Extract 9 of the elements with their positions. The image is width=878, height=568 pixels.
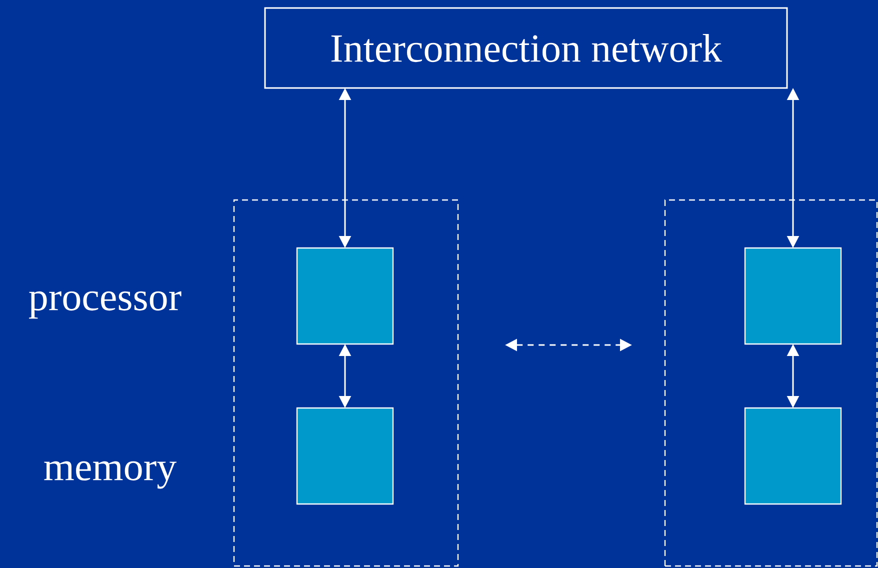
component-box <box>296 247 394 345</box>
dashed-group-box <box>233 199 459 567</box>
row-label: memory <box>44 461 176 489</box>
component-box <box>744 407 842 505</box>
row-label: processor <box>29 291 182 319</box>
component-box <box>296 407 394 505</box>
component-box <box>744 247 842 345</box>
dashed-group-box <box>664 199 878 567</box>
network-box: Interconnection network <box>264 7 788 89</box>
